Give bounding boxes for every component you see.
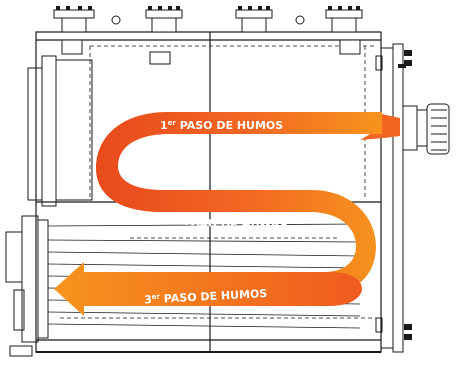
nozzle-bolts: [56, 6, 360, 10]
front-door-upper: [27, 55, 93, 207]
front-door-lower: [5, 215, 49, 357]
flue-gas-flow: [54, 112, 400, 316]
rear-bolts: [398, 50, 412, 340]
pass-1-label: 1er PASO DE HUMOS: [160, 119, 283, 132]
pass-1-2-band: [96, 112, 382, 292]
rear-plate: [375, 43, 404, 353]
burner: [402, 103, 450, 155]
pass-3-label: 3er PASO DE HUMOS: [144, 287, 268, 306]
top-nozzles: [53, 9, 363, 65]
third-pass-arrow: [54, 262, 362, 316]
